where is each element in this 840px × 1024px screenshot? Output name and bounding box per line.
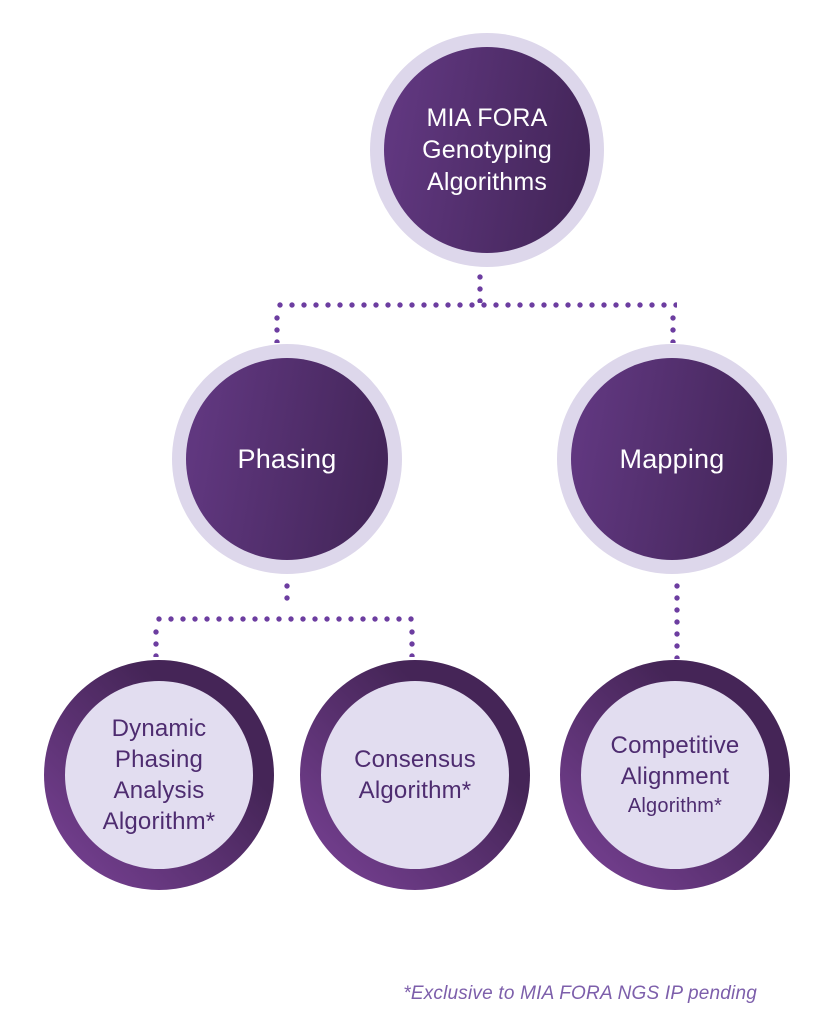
dynamic-phasing-inner-circle: Dynamic Phasing Analysis Algorithm* bbox=[65, 681, 253, 869]
dynamic-phasing-label: Dynamic Phasing Analysis Algorithm* bbox=[103, 713, 216, 837]
phasing-circle: Phasing bbox=[186, 358, 388, 560]
consensus-label: Consensus Algorithm* bbox=[354, 744, 476, 806]
connector-level2-horizontal bbox=[274, 302, 677, 308]
connector-root-vertical bbox=[477, 271, 483, 303]
footnote-exclusive-ip: *Exclusive to MIA FORA NGS IP pending bbox=[403, 983, 757, 1004]
node-phasing: Phasing bbox=[172, 344, 402, 574]
node-competitive-alignment-algorithm: Competitive Alignment Algorithm* bbox=[560, 660, 790, 890]
connector-dynamic-drop bbox=[153, 626, 159, 657]
node-dynamic-phasing-analysis-algorithm: Dynamic Phasing Analysis Algorithm* bbox=[44, 660, 274, 890]
competitive-label-line-2: Alignment bbox=[620, 763, 730, 790]
mapping-label: Mapping bbox=[619, 444, 725, 474]
root-label-line-2: Genotyping bbox=[422, 136, 552, 164]
phasing-label: Phasing bbox=[237, 444, 337, 474]
competitive-label: Competitive Alignment Algorithm* bbox=[611, 730, 740, 820]
mapping-circle: Mapping bbox=[571, 358, 773, 560]
node-consensus-algorithm: Consensus Algorithm* bbox=[300, 660, 530, 890]
mia-fora-root-label: MIA FORA Genotyping Algorithms bbox=[422, 102, 552, 198]
node-mapping: Mapping bbox=[557, 344, 787, 574]
consensus-inner-circle: Consensus Algorithm* bbox=[321, 681, 509, 869]
dynamic-label-line-3: Analysis bbox=[113, 777, 205, 804]
connector-level3-horizontal bbox=[153, 616, 415, 622]
connector-phasing-vertical bbox=[284, 580, 290, 607]
consensus-label-line-1: Consensus bbox=[354, 746, 476, 773]
competitive-label-line-1: Competitive bbox=[610, 732, 740, 759]
root-label-line-3: Algorithms bbox=[426, 168, 548, 196]
dynamic-label-line-4: Algorithm* bbox=[102, 808, 216, 835]
mia-fora-root-circle: MIA FORA Genotyping Algorithms bbox=[384, 47, 590, 253]
dynamic-label-line-2: Phasing bbox=[114, 746, 204, 773]
connector-consensus-drop bbox=[409, 626, 415, 657]
competitive-label-line-3: Algorithm* bbox=[627, 795, 723, 817]
consensus-label-line-2: Algorithm* bbox=[358, 777, 472, 804]
competitive-inner-circle: Competitive Alignment Algorithm* bbox=[581, 681, 769, 869]
connector-mapping-vertical bbox=[674, 580, 680, 659]
root-label-line-1: MIA FORA bbox=[426, 104, 548, 132]
connector-mapping-drop bbox=[670, 312, 676, 343]
node-mia-fora-root: MIA FORA Genotyping Algorithms bbox=[370, 33, 604, 267]
connector-phasing-drop bbox=[274, 312, 280, 343]
dynamic-label-line-1: Dynamic bbox=[111, 715, 207, 742]
